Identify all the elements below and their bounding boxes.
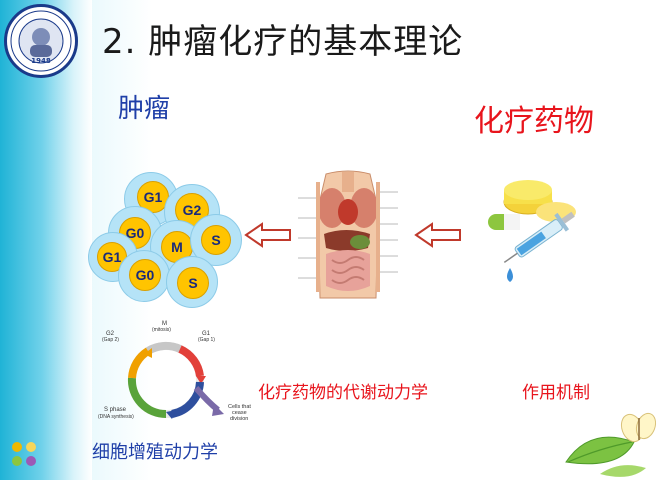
cell-nucleus: S (201, 225, 231, 255)
cell: G0 (118, 250, 170, 302)
dot-icon (26, 456, 36, 466)
section-title-drug: 化疗药物 (474, 104, 594, 139)
cell-nucleus: G0 (129, 259, 161, 291)
cycle-g2-label: G2 (106, 331, 115, 337)
page-title: 2. 肿瘤化疗的基本理论 (102, 22, 464, 62)
logo-year: 1948 (31, 57, 51, 65)
cycle-m-label: M (162, 321, 167, 327)
cell-nucleus: S (177, 267, 209, 299)
cycle-m-sub: (mitosis) (152, 327, 171, 333)
sidebar-gradient (0, 0, 92, 480)
left-arrow-icon (244, 222, 291, 248)
leaf-butterfly-decoration (565, 412, 657, 477)
section-title-tumor: 肿瘤 (118, 94, 171, 124)
cycle-g1-label: G1 (202, 331, 211, 337)
drug-pills-syringe-image (488, 180, 576, 282)
caption-pharmacokinetics: 化疗药物的代谢动力学 (258, 383, 428, 403)
cycle-g2-sub: (Gap 2) (102, 337, 119, 343)
cycle-s-sub: (DNA synthesis) (98, 414, 134, 420)
dot-icon (26, 442, 36, 452)
caption-mechanism: 作用机制 (522, 383, 590, 403)
cycle-g1-sub: (Gap 1) (198, 337, 215, 343)
cell-cycle-diagram: M (mitosis) G1 (Gap 1) G2 (Gap 2) S phas… (98, 321, 251, 422)
dot-icon (12, 456, 22, 466)
university-logo: 1948 (4, 4, 78, 78)
cycle-exit-label-1: Cells that (228, 404, 251, 410)
logo-ring-icon (10, 10, 72, 72)
cycle-s-label: S phase (104, 407, 127, 413)
caption-cell-kinetics: 细胞增殖动力学 (92, 442, 218, 463)
anatomy-torso-image (298, 170, 398, 299)
cell: S (166, 256, 218, 308)
cycle-exit-label-2: cease (232, 410, 247, 416)
left-arrow-icon (414, 222, 461, 248)
cycle-exit-label-3: division (230, 416, 248, 422)
dot-icon (12, 442, 22, 452)
